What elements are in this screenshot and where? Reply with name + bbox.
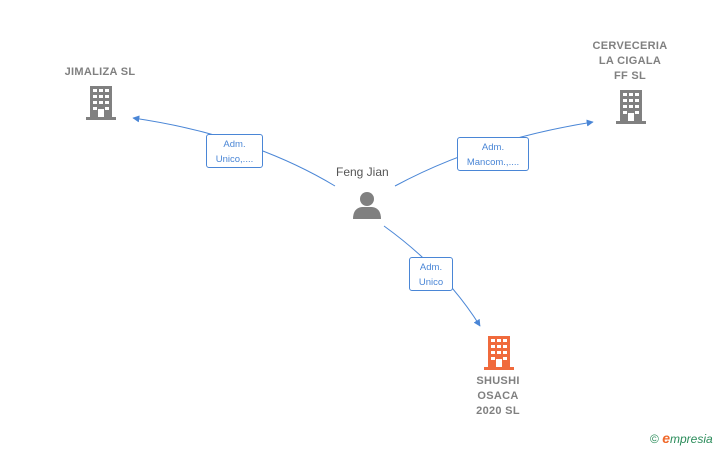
company-name-line: CERVECERIA xyxy=(592,40,668,52)
empresia-logo[interactable]: © empresia xyxy=(650,430,713,446)
edge-label-shushi[interactable]: Adm. Unico xyxy=(409,257,453,291)
company-name-line: FF SL xyxy=(613,70,647,82)
person-icon[interactable] xyxy=(352,190,382,220)
edge-role-detail: Unico,.... xyxy=(215,154,254,165)
edge-label-cerveceria[interactable]: Adm. Mancom.,.... xyxy=(457,137,529,171)
company-name-line: SHUSHI xyxy=(476,375,520,387)
brand-rest: mpresia xyxy=(669,432,713,446)
edge-role: Adm. xyxy=(419,262,443,273)
edge-role-detail: Unico xyxy=(418,277,444,288)
copyright-symbol: © xyxy=(650,432,659,446)
edge-label-jimaliza[interactable]: Adm. Unico,.... xyxy=(206,134,263,168)
person-name[interactable]: Feng Jian xyxy=(336,165,389,179)
company-label-jimaliza[interactable]: JIMALIZA SL xyxy=(48,65,152,80)
brand-first-letter: e xyxy=(662,430,670,446)
company-name-line: LA CIGALA xyxy=(598,55,662,67)
building-icon[interactable] xyxy=(484,336,514,370)
building-icon[interactable] xyxy=(616,90,646,124)
company-label-shushi[interactable]: SHUSHI OSACA 2020 SL xyxy=(450,374,546,419)
building-icon[interactable] xyxy=(86,86,116,120)
company-name-line: 2020 SL xyxy=(476,405,520,417)
edge-role: Adm. xyxy=(481,142,505,153)
edge-role: Adm. xyxy=(223,139,246,150)
company-name-line: JIMALIZA SL xyxy=(64,66,136,78)
edge-role-detail: Mancom.,.... xyxy=(466,157,520,168)
company-label-cerveceria[interactable]: CERVECERIA LA CIGALA FF SL xyxy=(575,39,685,84)
company-name-line: OSACA xyxy=(477,390,519,402)
